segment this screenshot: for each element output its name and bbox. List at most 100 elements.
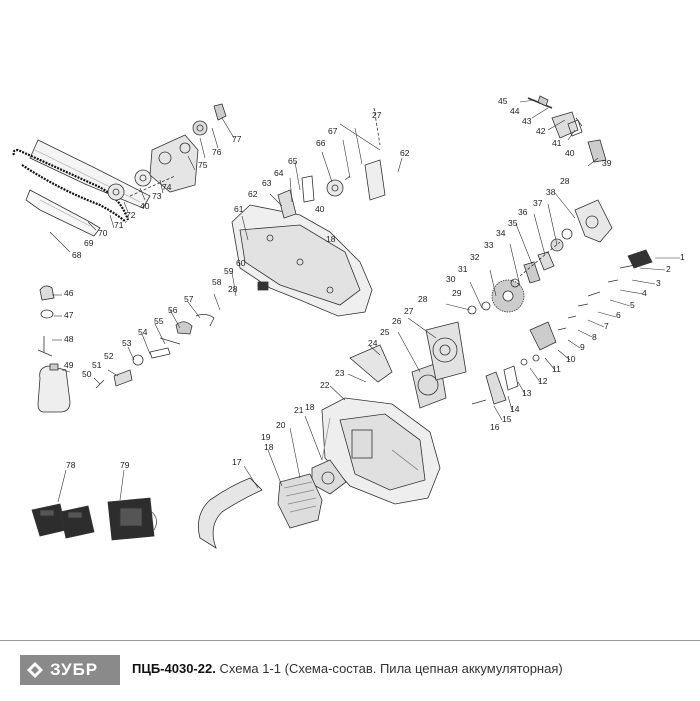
callout-45: 45 (498, 96, 508, 106)
callout-24: 24 (368, 338, 378, 348)
callout-61: 61 (234, 204, 244, 214)
model-name: ПЦБ-4030-22. (132, 661, 216, 676)
callout-41: 41 (552, 138, 562, 148)
left-housing (231, 204, 373, 317)
callout-6: 6 (616, 310, 621, 320)
callout-20: 20 (276, 420, 286, 430)
callout-22: 22 (320, 380, 330, 390)
callout-51: 51 (92, 360, 102, 370)
callout-64: 64 (274, 168, 284, 178)
callout-40a: 40 (565, 148, 575, 158)
callout-28a: 28 (418, 294, 428, 304)
callout-74: 74 (162, 182, 172, 192)
callout-14: 14 (510, 404, 520, 414)
callout-47: 47 (64, 310, 74, 320)
callout-43: 43 (522, 116, 532, 126)
callout-29: 29 (452, 288, 462, 298)
callout-38: 38 (546, 187, 556, 197)
callout-1: 1 (680, 252, 685, 262)
callout-19: 19 (261, 432, 271, 442)
callout-5: 5 (630, 300, 635, 310)
callout-73: 73 (152, 191, 162, 201)
callout-18b: 18 (264, 442, 274, 452)
callout-36: 36 (518, 207, 528, 217)
callout-37: 37 (533, 198, 543, 208)
callout-33: 33 (484, 240, 494, 250)
switch-trigger-parts (471, 249, 653, 405)
callout-27b: 27 (372, 110, 382, 120)
callout-13: 13 (522, 388, 532, 398)
callout-40b: 40 (140, 201, 150, 211)
brake-lever-parts (527, 95, 607, 163)
callout-10: 10 (566, 354, 576, 364)
callout-60: 60 (236, 258, 246, 268)
callout-16: 16 (490, 422, 500, 432)
callout-46: 46 (64, 288, 74, 298)
callout-12: 12 (538, 376, 548, 386)
callout-23: 23 (335, 368, 345, 378)
callout-15: 15 (502, 414, 512, 424)
footer-bar: ЗУБР ПЦБ-4030-22. Схема 1-1 (Схема-соста… (0, 640, 700, 701)
callout-18c: 18 (326, 234, 336, 244)
diagram-description: Схема 1-1 (Схема-состав. Пила цепная акк… (219, 661, 563, 676)
callout-11: 11 (552, 364, 561, 374)
callout-42: 42 (536, 126, 546, 136)
callout-70: 70 (98, 228, 108, 238)
callout-17: 17 (232, 457, 242, 467)
main-body-housing (311, 397, 441, 505)
callout-28b: 28 (560, 176, 570, 186)
callout-28c: 28 (228, 284, 238, 294)
callout-2: 2 (666, 264, 671, 274)
brand-name: ЗУБР (50, 660, 99, 679)
callout-79: 79 (120, 460, 130, 470)
callout-54: 54 (138, 327, 148, 337)
brand-mark-icon (20, 655, 50, 685)
front-handle (197, 477, 263, 549)
callout-59: 59 (224, 266, 234, 276)
callout-69: 69 (84, 238, 94, 248)
callout-9: 9 (580, 342, 585, 352)
callout-44: 44 (510, 106, 520, 116)
callout-72: 72 (126, 210, 136, 220)
charger (107, 497, 157, 541)
callout-66: 66 (316, 138, 326, 148)
callout-30: 30 (446, 274, 456, 284)
callout-7: 7 (604, 321, 609, 331)
callout-68: 68 (72, 250, 82, 260)
callout-4: 4 (642, 288, 647, 298)
battery-compartment (277, 473, 323, 529)
callout-65: 65 (288, 156, 298, 166)
callout-67: 67 (328, 126, 338, 136)
callout-55: 55 (154, 316, 164, 326)
brand-logo: ЗУБР (20, 655, 120, 685)
callout-62a: 62 (248, 189, 258, 199)
callout-53: 53 (122, 338, 132, 348)
callout-77: 77 (232, 134, 242, 144)
callout-labels: 1 2 3 4 5 6 7 8 9 10 11 12 13 14 15 16 1… (64, 96, 685, 470)
callout-31: 31 (458, 264, 468, 274)
leader-lines (49, 99, 680, 503)
exploded-parts-diagram: 1 2 3 4 5 6 7 8 9 10 11 12 13 14 15 16 1… (12, 95, 685, 549)
callout-39: 39 (602, 158, 612, 168)
callout-8: 8 (592, 332, 597, 342)
callout-63: 63 (262, 178, 272, 188)
callout-75: 75 (198, 160, 208, 170)
motor-gearbox-assembly (349, 199, 613, 409)
callout-62b: 62 (400, 148, 410, 158)
callout-34: 34 (496, 228, 506, 238)
guide-bar-and-chain (12, 139, 151, 237)
page-title: ПЦБ-4030-22. Схема 1-1 (Схема-состав. Пи… (132, 661, 563, 676)
callout-71: 71 (114, 220, 124, 230)
callout-18a: 18 (305, 402, 315, 412)
callout-50: 50 (82, 369, 92, 379)
callout-78: 78 (66, 460, 76, 470)
callout-49: 49 (64, 360, 74, 370)
callout-3: 3 (656, 278, 661, 288)
callout-26: 26 (392, 316, 402, 326)
callout-57: 57 (184, 294, 194, 304)
callout-25: 25 (380, 327, 390, 337)
callout-58: 58 (212, 277, 222, 287)
callout-56: 56 (168, 305, 178, 315)
callout-76: 76 (212, 147, 222, 157)
sprocket-cover-assembly (107, 103, 227, 201)
